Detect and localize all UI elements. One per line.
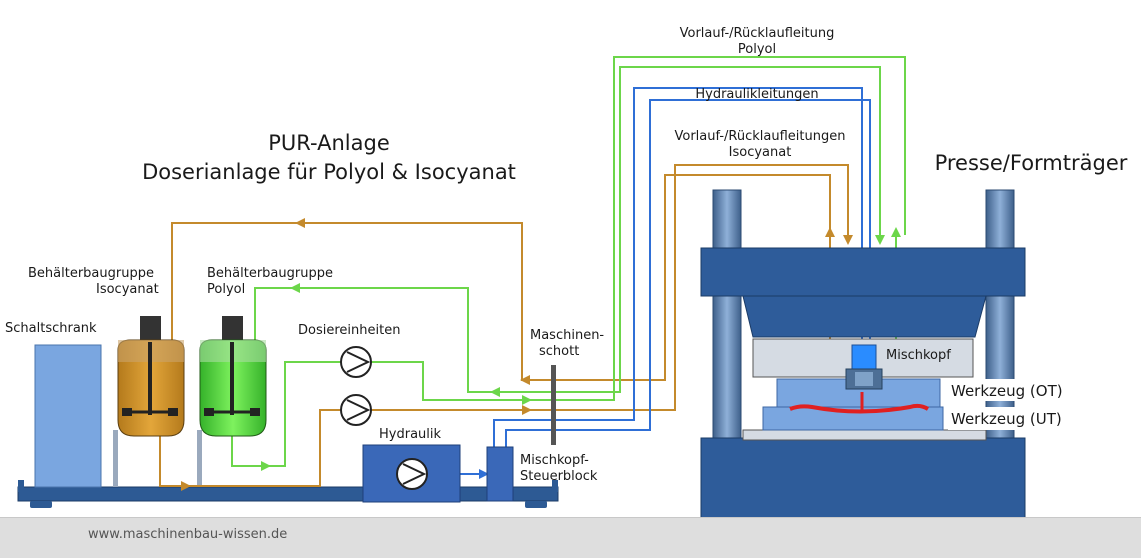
tank-polyol <box>199 316 267 437</box>
behaelter-isocyanat-label-1: Behälterbaugruppe <box>28 266 154 281</box>
hydraulikleitungen-label: Hydraulikleitungen <box>695 87 818 102</box>
title-line-2: Doserianlage für Polyol & Isocyanat <box>142 160 516 184</box>
title-line-1: PUR-Anlage <box>268 131 390 155</box>
press-title: Presse/Formträger <box>935 151 1128 175</box>
footer-bar: www.maschinenbau-wissen.de <box>0 517 1141 558</box>
tank-isocyanat <box>117 316 185 437</box>
maschinenschott-label-2: schott <box>539 344 579 359</box>
mischkopf-label: Mischkopf <box>886 348 951 363</box>
behaelter-polyol-label-1: Behälterbaugruppe <box>207 266 333 281</box>
polyol-lines <box>231 56 906 471</box>
dosiereinheiten-label: Dosiereinheiten <box>298 323 400 338</box>
steuerblock-label-2: Steuerblock <box>520 469 598 484</box>
leitung-polyol-label-1: Vorlauf-/Rücklaufleitung <box>680 26 835 41</box>
leitung-polyol-label-2: Polyol <box>738 42 776 57</box>
dosierpumpe-isocyanat-icon <box>340 394 372 426</box>
behaelter-isocyanat-label-2: Isocyanat <box>96 282 159 297</box>
isocyanat-lines <box>159 164 853 491</box>
mischkopf <box>845 344 883 390</box>
schaltschrank-label: Schaltschrank <box>5 321 97 336</box>
hydraulik-lines <box>460 87 871 479</box>
presse-formtraeger <box>700 189 1026 521</box>
schaltschrank <box>34 344 102 488</box>
steuerblock-label-1: Mischkopf- <box>520 453 589 468</box>
hydraulik-pump-icon <box>396 458 428 490</box>
behaelter-polyol-label-2: Polyol <box>207 282 245 297</box>
maschinenschott-label-1: Maschinen- <box>530 328 604 343</box>
werkzeug-ot-label: Werkzeug (OT) <box>951 382 1063 400</box>
footer-url: www.maschinenbau-wissen.de <box>88 527 288 542</box>
leitung-isocyanat-label-1: Vorlauf-/Rücklaufleitungen <box>675 129 846 144</box>
leitung-isocyanat-label-2: Isocyanat <box>729 145 792 160</box>
mischkopf-steuerblock <box>486 446 514 502</box>
hydraulik-label: Hydraulik <box>379 427 441 442</box>
pur-system-diagram: PUR-Anlage Doserianlage für Polyol & Iso… <box>5 26 1128 521</box>
dosierpumpe-polyol-icon <box>340 346 372 378</box>
maschinenschott <box>551 365 556 445</box>
werkzeug-ut-label: Werkzeug (UT) <box>951 410 1062 428</box>
